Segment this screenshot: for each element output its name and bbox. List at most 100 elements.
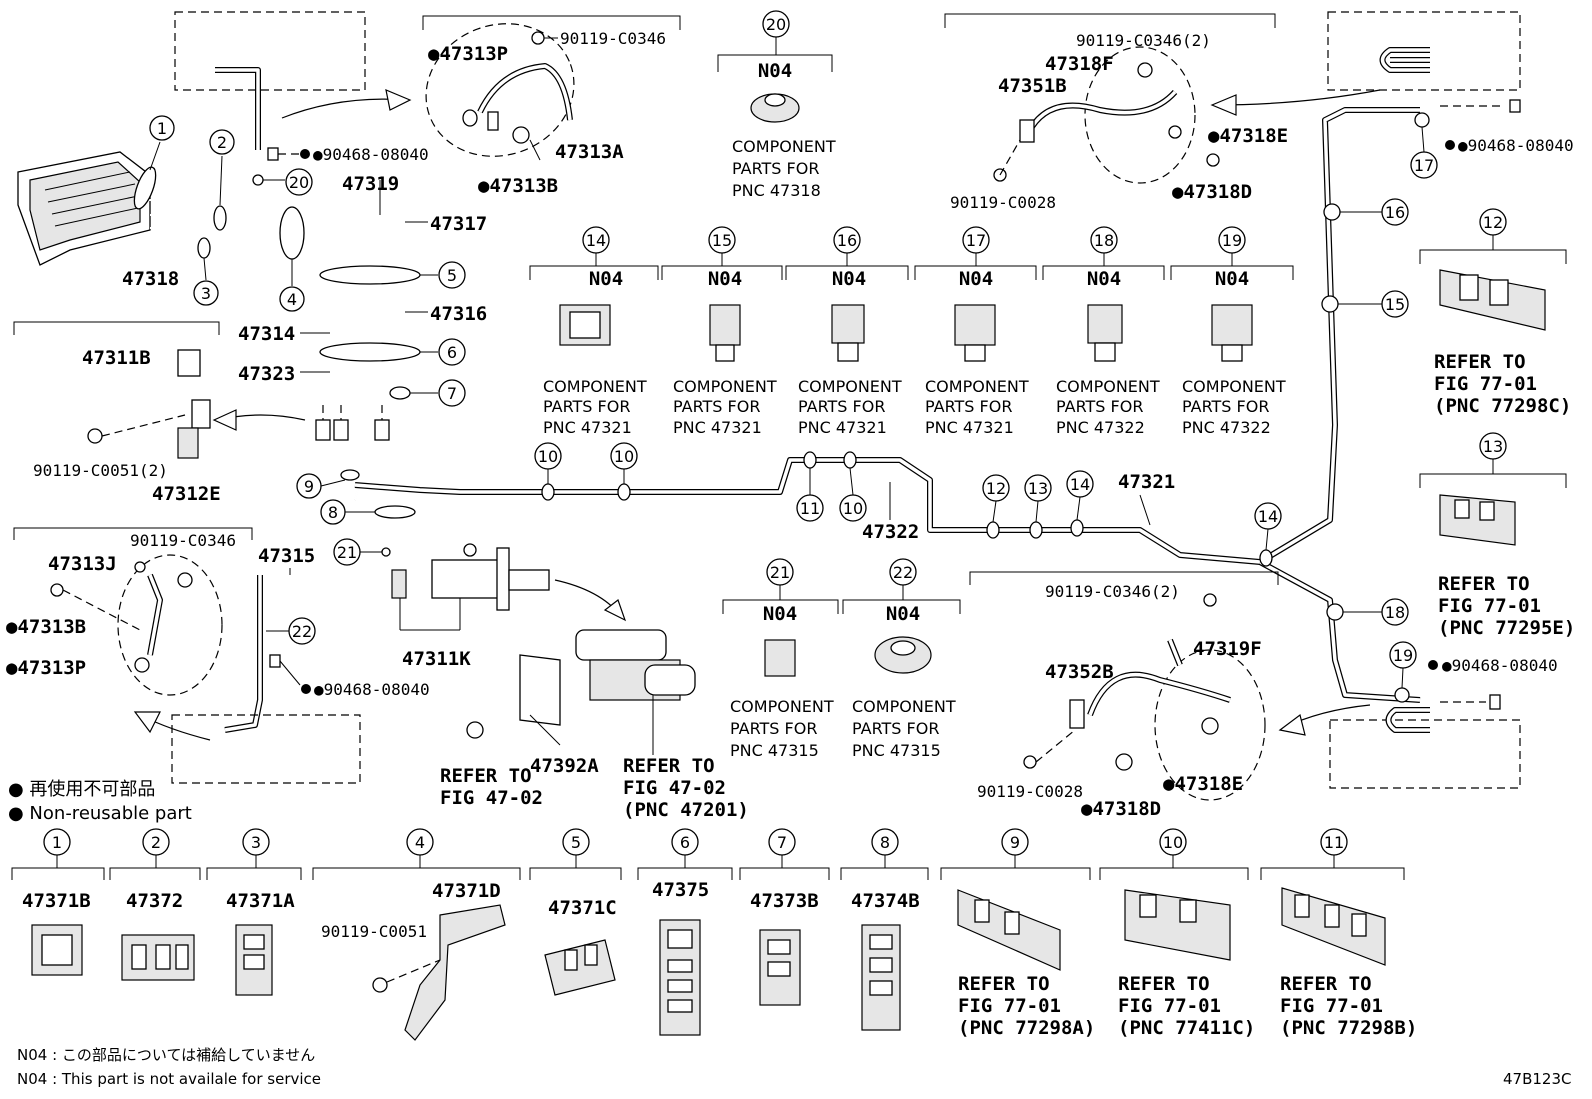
callout-15: 15 <box>1338 290 1409 318</box>
brake-actuator <box>17 151 151 266</box>
label-90119-c0346-2-top: 90119-C0346(2) <box>1076 31 1211 50</box>
callout-21: 21 <box>333 538 391 566</box>
callout-10a: 10 <box>534 442 562 484</box>
label-90119-c0346-left: 90119-C0346 <box>130 531 236 550</box>
svg-text:PNC 47318: PNC 47318 <box>732 181 821 200</box>
label-90119-c0051-2: 90119-C0051(2) <box>33 461 168 480</box>
ref-group-12: 12 REFER TO FIG 77-01 (PNC 77298C) <box>1419 208 1571 417</box>
label-47318D-bot: ●47318D <box>1081 798 1161 820</box>
svg-text:90119-C0051: 90119-C0051 <box>321 922 427 941</box>
callout-7: 7 <box>438 379 466 407</box>
bottom-part-5: 5 47371C <box>529 828 622 996</box>
svg-text:N04: N04 <box>1215 268 1249 290</box>
svg-text:47371B: 47371B <box>22 890 91 912</box>
label-47311K: 47311K <box>402 648 471 670</box>
svg-text:11: 11 <box>800 499 820 518</box>
bottom-part-3: 3 47371A <box>206 828 302 996</box>
svg-text:15: 15 <box>712 231 732 250</box>
callout-12: 12 <box>982 474 1010 523</box>
label-90468-right: ●90468-08040 <box>1458 136 1574 155</box>
svg-text:FIG 77-01: FIG 77-01 <box>1280 995 1383 1017</box>
bracket-parts-47311B-47312E <box>87 349 211 459</box>
n04-group-14: 14 N04 COMPONENT PARTS FOR PNC 47321 <box>529 226 659 437</box>
svg-text:47372: 47372 <box>126 890 183 912</box>
svg-text:7: 7 <box>447 384 457 403</box>
tube-connectors <box>315 405 390 441</box>
bottom-part-9: 9 REFER TO FIG 77-01 (PNC 77298A) <box>940 828 1095 1039</box>
svg-text:N04: N04 <box>758 60 792 82</box>
svg-text:16: 16 <box>1385 203 1405 222</box>
svg-text:6: 6 <box>447 343 457 362</box>
bracket-47313J <box>13 527 253 540</box>
clamp-8 <box>374 505 416 519</box>
label-90119-c0346-top: 90119-C0346 <box>560 29 666 48</box>
callout-2: 2 <box>209 129 235 155</box>
label-90468-left: ●90468-08040 <box>313 145 429 164</box>
clamp-5 <box>319 265 421 285</box>
label-90468-right-bottom: ●90468-08040 <box>1442 656 1558 675</box>
callout-14a: 14 <box>1066 470 1094 521</box>
svg-text:PARTS FOR: PARTS FOR <box>1056 397 1143 416</box>
svg-text:10: 10 <box>538 447 558 466</box>
bottom-part-4: 4 47371D 90119-C0051 <box>312 828 521 1041</box>
bottom-part-10: 10 REFER TO FIG 77-01 (PNC 77411C) <box>1099 828 1255 1039</box>
ref-group-13: 13 REFER TO FIG 77-01 (PNC 77295E) <box>1419 432 1575 639</box>
svg-text:N04: N04 <box>959 268 993 290</box>
svg-text:9: 9 <box>304 477 314 496</box>
svg-text:19: 19 <box>1222 231 1242 250</box>
svg-text:PARTS FOR: PARTS FOR <box>673 397 760 416</box>
callout-5: 5 <box>438 261 466 289</box>
reference-box-top-right <box>1327 11 1521 91</box>
bracket-47311B <box>13 321 220 335</box>
clamp-3 <box>197 237 211 259</box>
svg-text:N04: N04 <box>763 603 797 625</box>
svg-text:(PNC 77298C): (PNC 77298C) <box>1434 395 1571 417</box>
label-47351B: 47351B <box>998 75 1067 97</box>
svg-text:47371D: 47371D <box>432 880 501 902</box>
svg-text:COMPONENT: COMPONENT <box>732 137 836 156</box>
clamp-6 <box>319 342 421 362</box>
svg-text:REFER TO: REFER TO <box>1280 973 1372 995</box>
callout-14b: 14 <box>1254 502 1282 551</box>
svg-text:PNC 47315: PNC 47315 <box>852 741 941 760</box>
note-n04-jp: N04 : この部品については補給していません <box>17 1046 315 1064</box>
bottom-part-7: 7 47373B <box>739 828 830 1006</box>
svg-text:14: 14 <box>1070 475 1090 494</box>
svg-text:N04: N04 <box>1087 268 1121 290</box>
callout-16: 16 <box>1340 198 1409 226</box>
label-47316: 47316 <box>430 303 487 325</box>
svg-text:PARTS FOR: PARTS FOR <box>1182 397 1269 416</box>
svg-text:47371C: 47371C <box>548 897 617 919</box>
svg-text:17: 17 <box>966 231 986 250</box>
svg-text:PARTS FOR: PARTS FOR <box>730 719 817 738</box>
svg-text:COMPONENT: COMPONENT <box>1056 377 1160 396</box>
svg-text:19: 19 <box>1393 646 1413 665</box>
svg-text:13: 13 <box>1483 437 1503 456</box>
callout-9: 9 <box>296 473 322 499</box>
svg-text:47374B: 47374B <box>851 890 920 912</box>
svg-text:REFER TO: REFER TO <box>958 973 1050 995</box>
n04-group-20: 20 N04 COMPONENT PARTS FOR PNC 47318 <box>717 10 836 200</box>
svg-text:REFER TO: REFER TO <box>1438 573 1530 595</box>
label-90119-c0346-2-bot: 90119-C0346(2) <box>1045 582 1180 601</box>
svg-text:13: 13 <box>1028 479 1048 498</box>
clamp-2 <box>213 205 227 231</box>
callout-22: 22 <box>266 617 316 645</box>
n04-group-21: 21 N04 COMPONENT PARTS FOR PNC 47315 <box>722 558 839 760</box>
n04-group-22: 22 N04 COMPONENT PARTS FOR PNC 47315 <box>842 558 961 760</box>
svg-text:3: 3 <box>201 284 211 303</box>
clamp-1 <box>133 166 157 210</box>
label-47314: 47314 <box>238 323 295 345</box>
reference-box-bottom-left <box>171 714 361 784</box>
label-47319F: 47319F <box>1193 638 1262 660</box>
svg-text:21: 21 <box>337 543 357 562</box>
svg-text:REFER TO: REFER TO <box>1118 973 1210 995</box>
bracket-47319F <box>969 571 1279 585</box>
bottom-row-parts: 1 47371B 2 47372 3 47371A <box>11 828 1417 1041</box>
label-refer-fig4702-b1: REFER TO <box>623 755 715 777</box>
callout-4: 4 <box>279 286 305 312</box>
svg-text:N04: N04 <box>832 268 866 290</box>
svg-text:FIG 77-01: FIG 77-01 <box>958 995 1061 1017</box>
label-90119-c0028-top: 90119-C0028 <box>950 193 1056 212</box>
